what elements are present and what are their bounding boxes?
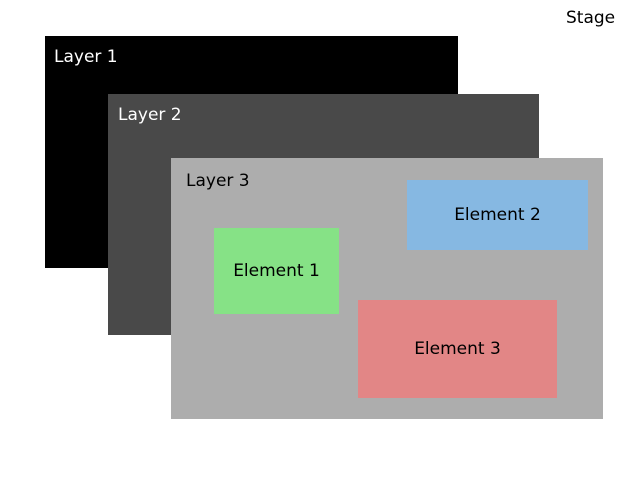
element-1: Element 1 [214,228,339,314]
element-3: Element 3 [358,300,557,398]
layer-3-label: Layer 3 [186,171,250,191]
layer-1-label: Layer 1 [54,47,118,67]
stage-label: Stage [566,8,616,28]
element-1-label: Element 1 [233,261,320,281]
layer-2-label: Layer 2 [118,105,182,125]
element-2: Element 2 [407,180,588,250]
element-2-label: Element 2 [454,205,541,225]
element-3-label: Element 3 [414,339,501,359]
layer-3: Layer 3 Element 1 Element 2 Element 3 [171,158,603,419]
